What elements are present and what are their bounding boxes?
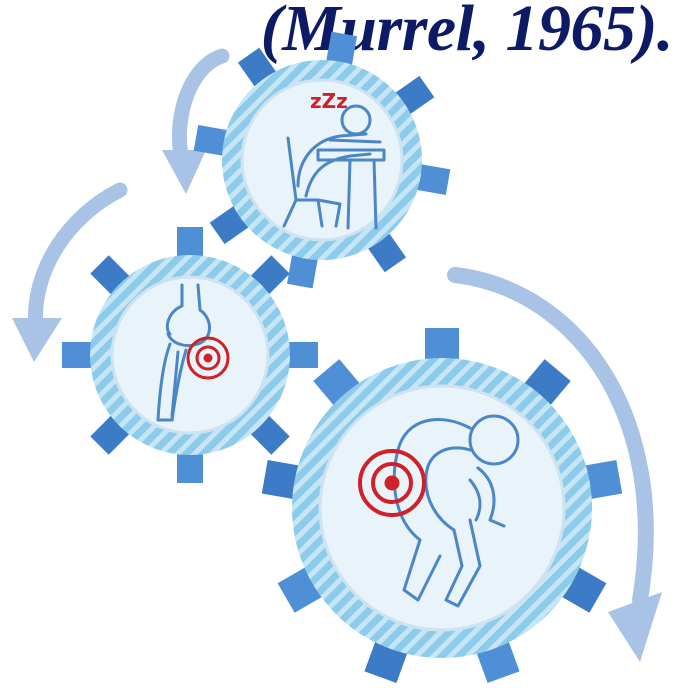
cycle-arrowhead-left — [12, 318, 62, 362]
cycle-arrowhead-top — [162, 150, 206, 194]
gear-back-pain — [262, 328, 622, 683]
gear-fatigue: zZz — [194, 32, 451, 289]
cycle-arrowhead-right — [608, 592, 662, 662]
gear-knee — [62, 227, 318, 483]
sleep-z-label: zZz — [310, 89, 348, 113]
